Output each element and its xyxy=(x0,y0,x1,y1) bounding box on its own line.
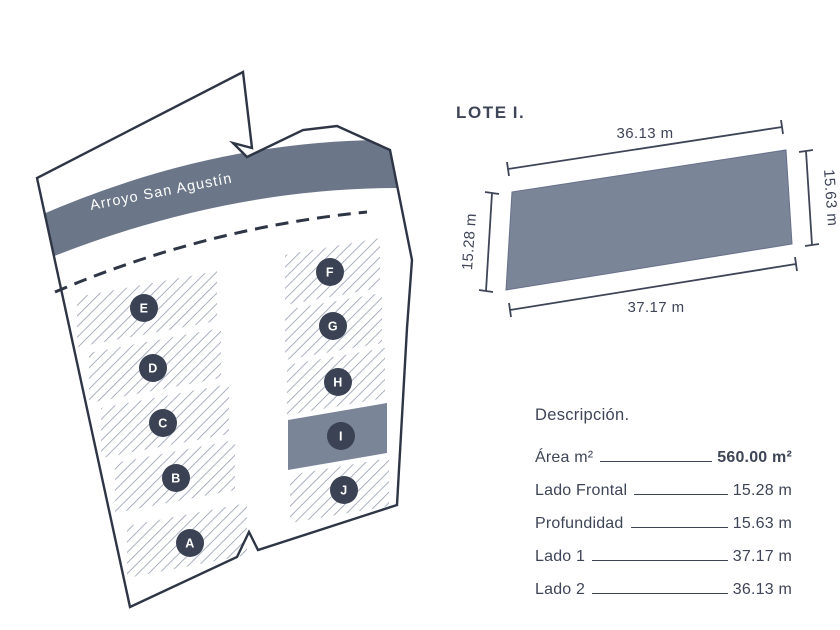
lot-badge-b[interactable]: B xyxy=(162,464,190,492)
description-panel: Descripción. Área m² 560.00 m² Lado Fron… xyxy=(535,406,792,599)
svg-text:G: G xyxy=(328,320,338,334)
lot-badge-c[interactable]: C xyxy=(149,409,177,437)
underline-connector xyxy=(592,593,728,594)
row-value: 37.17 m xyxy=(732,548,792,565)
dim-right: 15.63 m xyxy=(798,149,840,247)
lot-badge-g[interactable]: G xyxy=(319,312,347,340)
lot-title-id: I. xyxy=(512,103,526,122)
lot-title-prefix: LOTE xyxy=(456,103,508,122)
svg-text:H: H xyxy=(333,376,343,390)
description-row-profundidad: Profundidad 15.63 m xyxy=(535,500,792,533)
underline-connector xyxy=(592,560,728,561)
lot-shape xyxy=(505,149,793,291)
svg-text:A: A xyxy=(185,537,195,551)
svg-text:I: I xyxy=(339,430,343,444)
row-label: Profundidad xyxy=(535,515,624,532)
row-label: Lado Frontal xyxy=(535,482,628,499)
lot-badge-h[interactable]: H xyxy=(324,368,352,396)
lot-badge-d[interactable]: D xyxy=(139,354,167,382)
row-value: 15.28 m xyxy=(732,482,792,499)
underline-connector xyxy=(600,461,713,462)
lot-badge-e[interactable]: E xyxy=(130,294,158,322)
svg-text:C: C xyxy=(158,417,168,431)
lot-badge-a[interactable]: A xyxy=(176,529,204,557)
description-row-area: Área m² 560.00 m² xyxy=(535,434,792,467)
dim-top-label: 36.13 m xyxy=(617,125,674,142)
description-heading: Descripción. xyxy=(535,406,630,424)
description-row-lado-frontal: Lado Frontal 15.28 m xyxy=(535,467,792,500)
lot-badge-j[interactable]: J xyxy=(330,476,358,504)
dim-left: 15.28 m xyxy=(460,191,500,293)
dim-left-label: 15.28 m xyxy=(460,213,480,271)
svg-text:J: J xyxy=(340,484,347,498)
row-value: 36.13 m xyxy=(732,581,792,598)
row-value: 560.00 m² xyxy=(717,449,792,466)
svg-text:F: F xyxy=(326,266,334,280)
row-label: Lado 2 xyxy=(535,581,586,598)
underline-connector xyxy=(634,494,728,495)
lot-diagram: 36.13 m 15.63 m 15.28 m 37.17 m xyxy=(460,119,840,318)
lot-badge-f[interactable]: F xyxy=(316,258,344,286)
row-label: Área m² xyxy=(535,449,594,466)
dim-right-label: 15.63 m xyxy=(820,169,840,227)
setback-dashed-line xyxy=(54,210,368,294)
dim-bottom: 37.17 m xyxy=(508,256,798,318)
dim-bottom-label: 37.17 m xyxy=(628,299,685,316)
subdivision-boundary xyxy=(35,70,414,609)
svg-text:E: E xyxy=(140,302,149,316)
svg-text:B: B xyxy=(171,472,181,486)
description-row-lado-2: Lado 2 36.13 m xyxy=(535,566,792,599)
row-value: 15.63 m xyxy=(732,515,792,532)
underline-connector xyxy=(630,527,728,528)
svg-text:D: D xyxy=(148,362,158,376)
dim-top: 36.13 m xyxy=(506,119,784,177)
description-row-lado-1: Lado 1 37.17 m xyxy=(535,533,792,566)
lot-badge-i[interactable]: I xyxy=(327,422,355,450)
row-label: Lado 1 xyxy=(535,548,586,565)
arroyo-band xyxy=(37,139,399,268)
site-plan-map: Arroyo San Agustín E D C B A F G H I J xyxy=(35,70,414,609)
